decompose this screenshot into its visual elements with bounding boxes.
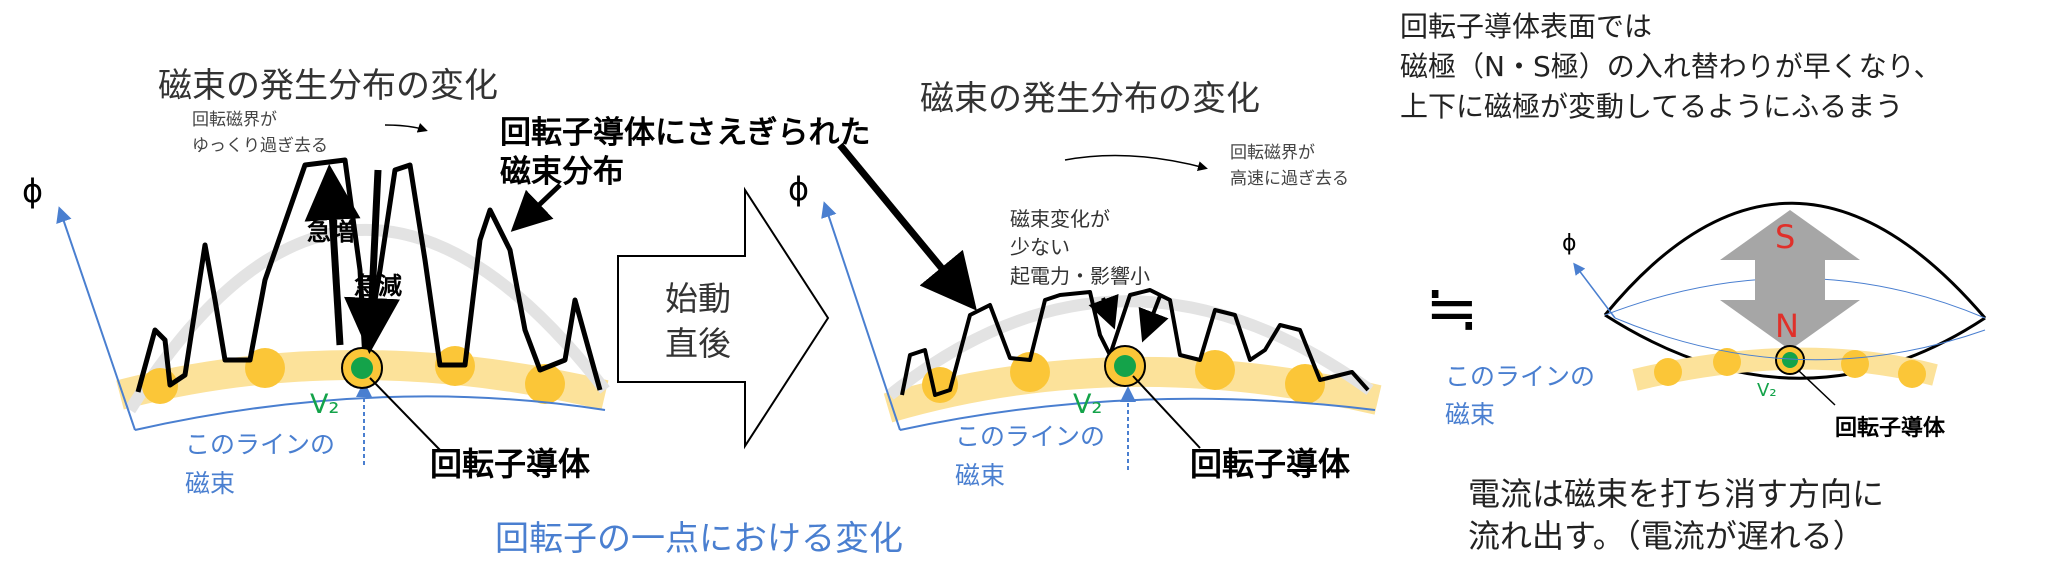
start-arrow: 始動 直後 <box>617 186 830 450</box>
pole-lens-top <box>1603 201 1987 319</box>
left-line-flux-1: このラインの <box>185 430 335 459</box>
blocked-label-2: 磁束分布 <box>500 154 624 190</box>
left-v2-label: V₂ <box>310 389 339 420</box>
field-direction-arrow <box>384 123 428 133</box>
decrease-arrow <box>344 169 400 354</box>
sharp-decrease-label: 急減 <box>354 272 402 300</box>
mid-field-note-1: 回転磁界が <box>1230 143 1315 163</box>
long-pointer-arrow <box>837 142 977 311</box>
mid-conductor-label: 回転子導体 <box>1190 445 1350 483</box>
current-note-2: 流れ出す。（電流が遅れる） <box>1468 517 1865 555</box>
pole-s-label: S <box>1775 218 1795 256</box>
right-conductor-pointer <box>1797 369 1836 406</box>
right-conductor-green-dot <box>1782 352 1798 368</box>
left-field-note-1: 回転磁界が <box>192 110 277 130</box>
right-phi-axis <box>1573 262 1616 319</box>
sharp-increase-label: 急増 <box>307 218 355 246</box>
flux-line <box>134 395 606 431</box>
mid-phi-label: ϕ <box>788 170 809 208</box>
left-line-flux-2: 磁束 <box>185 469 235 498</box>
increase-arrow <box>304 164 361 346</box>
right-flux-line <box>1614 317 1986 361</box>
blocked-label-1: 回転子導体にさえぎられた <box>500 115 870 151</box>
right-phi-label: ϕ <box>1562 231 1577 256</box>
right-line-flux-2: 磁束 <box>1445 400 1495 429</box>
pole-double-arrow <box>1720 210 1860 350</box>
left-phi-label: ϕ <box>22 172 43 210</box>
change-note-1: 磁束変化が <box>1010 207 1110 231</box>
mid-conductor-green-dot <box>1114 355 1136 377</box>
right-conductor-label: 回転子導体 <box>1835 415 1946 441</box>
mid-blocked-flux-curve <box>900 288 1370 397</box>
right-v2-label: V₂ <box>1757 380 1777 401</box>
right-line-flux-1: このラインの <box>1445 362 1595 391</box>
start-arrow-shape <box>617 186 830 450</box>
left-title: 磁束の発生分布の変化 <box>158 66 498 106</box>
right-conductor-dots <box>1654 348 1926 388</box>
conductor-green-dot <box>351 357 373 379</box>
change-note-arrow-2 <box>1138 295 1169 343</box>
right-top-note-1: 回転子導体表面では <box>1400 10 1652 43</box>
middle-panel: 磁束の発生分布の変化 ϕ 回転磁界が 高速に過ぎ去る 磁束変化が 少ない 起電力… <box>788 79 1382 490</box>
mid-line-flux-1: このラインの <box>955 422 1105 451</box>
phi-axis <box>56 206 136 431</box>
mid-field-direction-arrow <box>1064 154 1208 172</box>
mid-phi-axis <box>821 201 901 431</box>
mid-flux-arc <box>886 295 1374 400</box>
mid-v2-label: V₂ <box>1073 389 1102 420</box>
bottom-caption: 回転子の一点における変化 <box>495 519 903 559</box>
change-note-arrow-1 <box>1088 293 1119 330</box>
left-conductor-label: 回転子導体 <box>430 445 590 483</box>
left-panel: 磁束の発生分布の変化 ϕ 回転磁界が ゆっくり過ぎ去る 回転子導体にさえぎられた… <box>22 66 870 498</box>
start-arrow-line2: 直後 <box>665 324 731 363</box>
mid-field-note-2: 高速に過ぎ去る <box>1230 169 1349 189</box>
left-field-note-2: ゆっくり過ぎ去る <box>192 136 328 156</box>
conductor-pointer <box>369 377 441 451</box>
right-top-note-3: 上下に磁極が変動してるようにふるまう <box>1400 90 1903 123</box>
pole-n-label: N <box>1775 307 1799 345</box>
right-top-note-2: 磁極（N・S極）の入れ替わりが早くなり、 <box>1400 50 1942 83</box>
change-note-2: 少ない <box>1010 235 1070 259</box>
blocked-label-pointer <box>510 183 562 232</box>
start-arrow-line1: 始動 <box>665 279 731 318</box>
right-panel: 回転子導体表面では 磁極（N・S極）の入れ替わりが早くなり、 上下に磁極が変動し… <box>1400 10 1987 555</box>
mid-conductor-pointer <box>1132 375 1201 449</box>
current-note-1: 電流は磁束を打ち消す方向に <box>1468 475 1884 513</box>
approx-symbol: ≒ <box>1425 272 1479 346</box>
change-note-3: 起電力・影響小 <box>1010 264 1150 288</box>
mid-line-flux-2: 磁束 <box>955 461 1005 490</box>
pole-lens-bottom <box>1604 313 1986 380</box>
mid-title: 磁束の発生分布の変化 <box>920 79 1260 119</box>
